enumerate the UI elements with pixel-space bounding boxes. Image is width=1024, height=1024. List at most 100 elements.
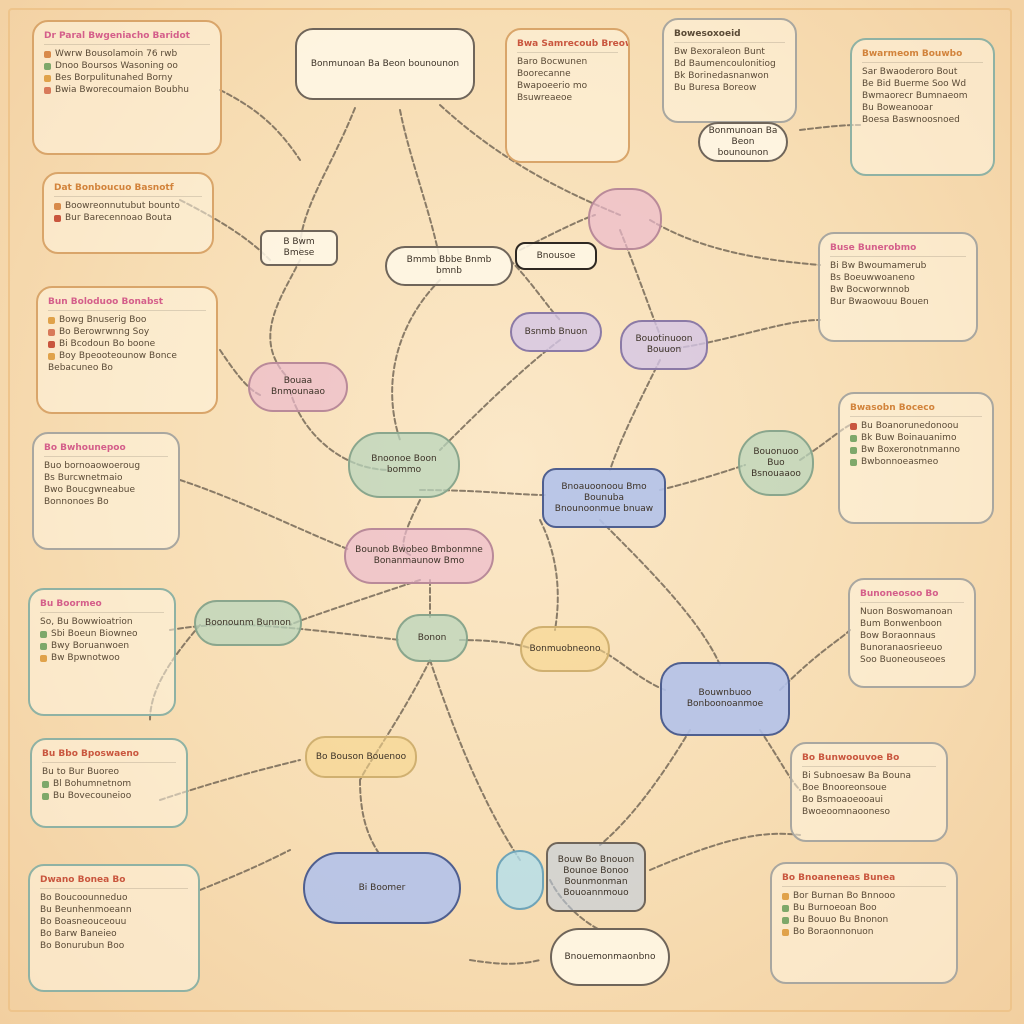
- card-title: Bo Bnoaneneas Bunea: [782, 872, 946, 887]
- list-item: Bw Bexoraleon Bunt: [674, 47, 765, 57]
- list-item: Boe Bnooreonsoue: [802, 783, 887, 793]
- list-item: Be Bid Buerme Soo Wd: [862, 79, 967, 89]
- list-item: Bebacuneo Bo: [48, 363, 113, 373]
- card-top-right: Bwarmeom Bouwbo Sar Bwaoderoro Bout Be B…: [850, 38, 995, 176]
- bullet-icon: [40, 642, 47, 650]
- bullet-icon: [44, 62, 51, 70]
- bullet-icon: [54, 214, 61, 222]
- list-item: Bwia Bworecoumaion Boubhu: [44, 84, 210, 96]
- bullet-icon: [850, 458, 857, 466]
- node-blue-right: Bouwnbuoo Bonboonoanmoe: [660, 662, 790, 736]
- list-item: Bo Boucoounneduo: [40, 893, 128, 903]
- card-title: Dat Bonboucuo Basnotf: [54, 182, 202, 197]
- list-item: Soo Buoneouseoes: [860, 655, 946, 665]
- page-frame: [8, 8, 1012, 1012]
- list-item: Bu Burnoeoan Boo: [782, 902, 946, 914]
- list-item: Bwapoeerio mo: [517, 81, 588, 91]
- link: [299, 107, 356, 251]
- card-title: Dwano Bonea Bo: [40, 874, 188, 889]
- bullet-icon: [44, 86, 51, 94]
- link: [359, 779, 381, 856]
- list-item: Bo Boraonnonuon: [782, 926, 946, 938]
- list-item: Bu Buresa Boreow: [674, 83, 757, 93]
- list-item: Bu Bouuo Bu Bnonon: [782, 914, 946, 926]
- card-title: Bu Bbo Bposwaeno: [42, 748, 176, 763]
- link: [219, 89, 301, 161]
- list-item: Bu Boweanooar: [862, 103, 933, 113]
- card-right-2: Buse Bunerobmo Bi Bw Bwoumamerub Bs Boeu…: [818, 232, 978, 342]
- list-item: Bsuwreaeoe: [517, 93, 573, 103]
- list-item: Bw Bpwnotwoo: [40, 652, 164, 664]
- link: [199, 849, 291, 891]
- card-title: Dr Paral Bwgeniacho Baridot: [44, 30, 210, 45]
- card-right-4: Bunoneosoo Bo Nuon Boswomanoan Bum Bonwe…: [848, 578, 976, 688]
- card-left-3: Bun Boloduoo Bonabst Bowg Bnuserig Boo B…: [36, 286, 218, 414]
- list-item: Bwmaorecr Bumnaeom: [862, 91, 968, 101]
- list-item: Bu to Bur Buoreo: [42, 767, 120, 777]
- list-item: Bes Borpulitunahed Borny: [44, 72, 210, 84]
- card-title: Bwarmeom Bouwbo: [862, 48, 983, 63]
- list-item: Boowreonnutubut bounto: [54, 200, 202, 212]
- list-item: Buo bornoaowoeroug: [44, 461, 141, 471]
- list-item: Bo Bsmoaoeooaui: [802, 795, 883, 805]
- card-right-3: Bwasobn Boceco Bu Boanorunedonoou Bk Buw…: [838, 392, 994, 524]
- node-green-mid: Boonounm Bunnon: [194, 600, 302, 646]
- list-item: Bi Subnoesaw Ba Bouna: [802, 771, 911, 781]
- list-item: Bk Buw Boinauanimo: [850, 432, 982, 444]
- bullet-icon: [48, 340, 55, 348]
- bullet-icon: [44, 50, 51, 58]
- list-item: Boorecanne: [517, 69, 571, 79]
- list-item: Bk Borinedasnanwon: [674, 71, 769, 81]
- node-aqua-bottom: [496, 850, 544, 910]
- bullet-icon: [54, 202, 61, 210]
- link: [469, 959, 541, 965]
- bullet-icon: [782, 892, 789, 900]
- bullet-icon: [850, 446, 857, 454]
- card-title: Bwa Samrecoub Breow: [517, 38, 628, 53]
- list-item: Dnoo Boursos Wasoning oo: [44, 60, 210, 72]
- link: [179, 479, 351, 551]
- link: [599, 519, 721, 666]
- list-item: Bwoeoomnaooneso: [802, 807, 891, 817]
- link: [539, 519, 559, 631]
- card-title: Bunoneosoo Bo: [860, 588, 964, 603]
- list-item: Bl Bohumnetnom: [42, 778, 176, 790]
- node-pink-right: [588, 188, 662, 250]
- list-item: Wwrw Bousolamoin 76 rwb: [44, 48, 210, 60]
- link: [599, 649, 666, 691]
- bullet-icon: [850, 434, 857, 442]
- node-top: Bonmunoan Ba Beon bounounon: [295, 28, 475, 100]
- list-item: Bor Burnan Bo Bnnooo: [782, 890, 946, 902]
- card-title: Bowesoxoeid: [674, 28, 785, 43]
- card-title: Bo Bwhounepoo: [44, 442, 168, 457]
- list-item: Bwbonnoeasmeo: [850, 456, 982, 468]
- card-top-center: Bwa Samrecoub Breow Baro Bocwunen Boorec…: [505, 28, 630, 163]
- node-blue-bottom: Bi Boomer: [303, 852, 461, 924]
- bullet-icon: [48, 352, 55, 360]
- card-left-5: Bu Boormeo So, Bu Bowwioatrion Sbi Boeun…: [28, 588, 176, 716]
- list-item: Bo Bonurubun Boo: [40, 941, 125, 951]
- bullet-icon: [48, 328, 55, 336]
- list-item: Sbi Boeun Biowneo: [40, 628, 164, 640]
- card-title: Bo Bunwoouvoe Bo: [802, 752, 936, 767]
- link: [779, 629, 851, 691]
- card-top-right-mid: Bowesoxoeid Bw Bexoraleon Bunt Bd Baumen…: [662, 18, 797, 123]
- list-item: Boy Bpeooteounow Bonce: [48, 350, 206, 362]
- link: [609, 359, 661, 471]
- list-item: Bo Barw Baneieo: [40, 929, 117, 939]
- list-item: Bw Bocworwnnob: [830, 285, 910, 295]
- link: [599, 729, 691, 846]
- node-blue-center: Bnoauoonoou Bmo Bounuba Bnounoonmue bnua…: [542, 468, 666, 528]
- link: [439, 339, 561, 451]
- link: [429, 659, 521, 861]
- card-top-left: Dr Paral Bwgeniacho Baridot Wwrw Bousola…: [32, 20, 222, 155]
- list-item: Bow Boraonnaus: [860, 631, 936, 641]
- node-lav-center: Bsnmb Bnuon: [510, 312, 602, 352]
- list-item: Bi Bw Bwoumamerub: [830, 261, 927, 271]
- list-item: Bs Burcwnetmaio: [44, 473, 123, 483]
- list-item: Boesa Baswnoosnoed: [862, 115, 960, 125]
- card-left-6: Bu Bbo Bposwaeno Bu to Bur Buoreo Bl Boh…: [30, 738, 188, 828]
- list-item: Bw Boxeronotnmanno: [850, 444, 982, 456]
- list-item: Bu Bovecouneioo: [42, 790, 176, 802]
- card-left-4: Bo Bwhounepoo Buo bornoaowoeroug Bs Burc…: [32, 432, 180, 550]
